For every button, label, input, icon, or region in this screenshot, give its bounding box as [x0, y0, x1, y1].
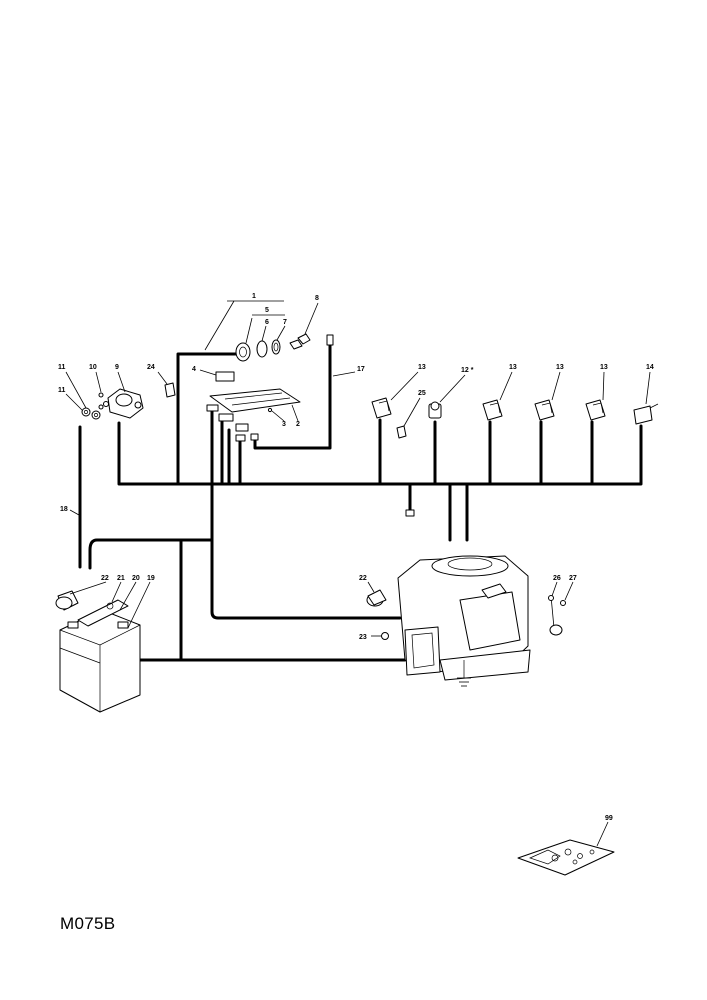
starter-solenoid: [103, 371, 144, 419]
callout-27: 27: [569, 575, 577, 582]
hardware-bag: [517, 821, 615, 876]
callout-labels: 1 2 3 4 5 6 7 8 9 10 11 11 12 * 13 13 13…: [58, 293, 654, 822]
harness-connector: [405, 509, 415, 517]
engine-terminal-cover: [366, 581, 387, 607]
seat-switch: [428, 374, 466, 419]
callout-21: 21: [117, 575, 125, 582]
callout-99: 99: [605, 815, 613, 822]
engine-nut: [371, 632, 389, 640]
callout-6: 6: [265, 319, 269, 326]
callout-14: 14: [646, 364, 654, 371]
main-harness: [78, 341, 643, 662]
callout-13-c: 13: [556, 364, 564, 371]
callout-18: 18: [60, 506, 68, 513]
callout-20: 20: [132, 575, 140, 582]
safety-switch-b: [482, 371, 513, 421]
callout-5: 5: [265, 307, 269, 314]
nuts: [65, 371, 101, 420]
callout-23: 23: [359, 634, 367, 641]
callout-9: 9: [115, 364, 119, 371]
callout-13-d: 13: [600, 364, 608, 371]
callout-7: 7: [283, 319, 287, 326]
control-panel-plate: [209, 388, 301, 422]
callout-17: 17: [357, 366, 365, 373]
fuse-holder: [199, 369, 235, 382]
callout-2: 2: [296, 421, 300, 428]
battery-leaders: [69, 581, 151, 629]
brake-switch: [633, 371, 659, 425]
callout-8: 8: [315, 295, 319, 302]
hourmeter-plug: [326, 334, 356, 377]
ignition-key: [289, 302, 319, 350]
safety-switch-a: [371, 371, 419, 419]
spark-plug-lead: [548, 581, 563, 636]
ignition-switch-assembly: [235, 317, 286, 362]
callout-19: 19: [147, 575, 155, 582]
diagram-code: M075B: [60, 914, 116, 933]
battery: [59, 609, 141, 713]
safety-switch-c: [534, 371, 561, 421]
callout-25: 25: [418, 390, 426, 397]
callout-26: 26: [553, 575, 561, 582]
engine: [397, 555, 531, 687]
callout-4: 4: [192, 366, 196, 373]
solenoid-hardware: [95, 371, 104, 410]
callout-22-b: 22: [359, 575, 367, 582]
battery-hold-down: [77, 599, 129, 627]
callout-11-a: 11: [58, 364, 66, 371]
terminal-cover: [55, 590, 79, 611]
safety-switch-d: [585, 371, 606, 421]
callout-bracket-1: [204, 300, 285, 351]
panel-connectors: [206, 404, 259, 442]
callout-1: 1: [252, 293, 256, 300]
spark-plug-clip: [560, 581, 574, 606]
leader-18: [69, 509, 80, 516]
cable-clip: [157, 371, 176, 398]
callout-11-b: 11: [58, 387, 66, 394]
callout-12: 12 *: [461, 367, 474, 374]
callout-13-b: 13: [509, 364, 517, 371]
callout-22-a: 22: [101, 575, 109, 582]
switch-clip: [396, 397, 421, 439]
callout-3: 3: [282, 421, 286, 428]
callout-24: 24: [147, 364, 155, 371]
callout-13-a: 13: [418, 364, 426, 371]
callout-10: 10: [89, 364, 97, 371]
